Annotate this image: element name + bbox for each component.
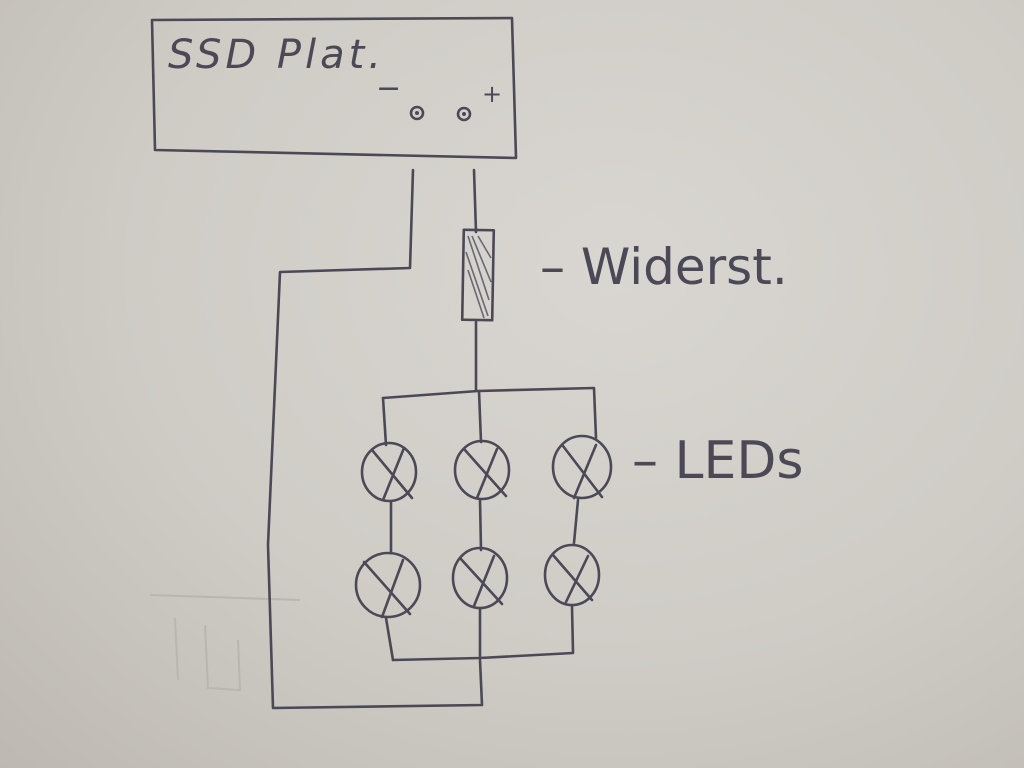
negative-return-wire xyxy=(266,168,484,710)
resistor xyxy=(460,228,496,322)
plus-terminal xyxy=(456,106,472,122)
resistor-label: – Widerst. xyxy=(540,238,788,296)
top-bus-wire xyxy=(381,386,598,440)
plus-terminal-sign: + xyxy=(482,80,502,108)
led-drop-bottom-right xyxy=(570,604,575,654)
led-drop-bottom-left xyxy=(384,616,395,662)
minus-terminal-sign: − xyxy=(376,71,401,106)
led-link-right xyxy=(572,498,580,545)
led-top-right xyxy=(551,434,613,500)
minus-terminal xyxy=(409,105,425,121)
led-bottom-middle xyxy=(451,546,509,610)
led-top-middle xyxy=(453,439,511,501)
ssd-board-box xyxy=(150,16,518,160)
positive-wire xyxy=(472,168,478,234)
leds-label: – LEDs xyxy=(632,431,804,491)
bottom-bus-wire xyxy=(391,651,575,662)
led-bottom-right xyxy=(543,543,601,607)
ssd-board-label: SSD Plat. xyxy=(168,32,385,78)
led-link-middle xyxy=(478,498,483,552)
bus-drop-left xyxy=(381,396,388,447)
led-top-left xyxy=(360,441,418,503)
bus-drop-middle xyxy=(477,389,483,444)
led-bottom-left xyxy=(354,551,422,619)
faint-pencil-mark xyxy=(149,594,301,692)
